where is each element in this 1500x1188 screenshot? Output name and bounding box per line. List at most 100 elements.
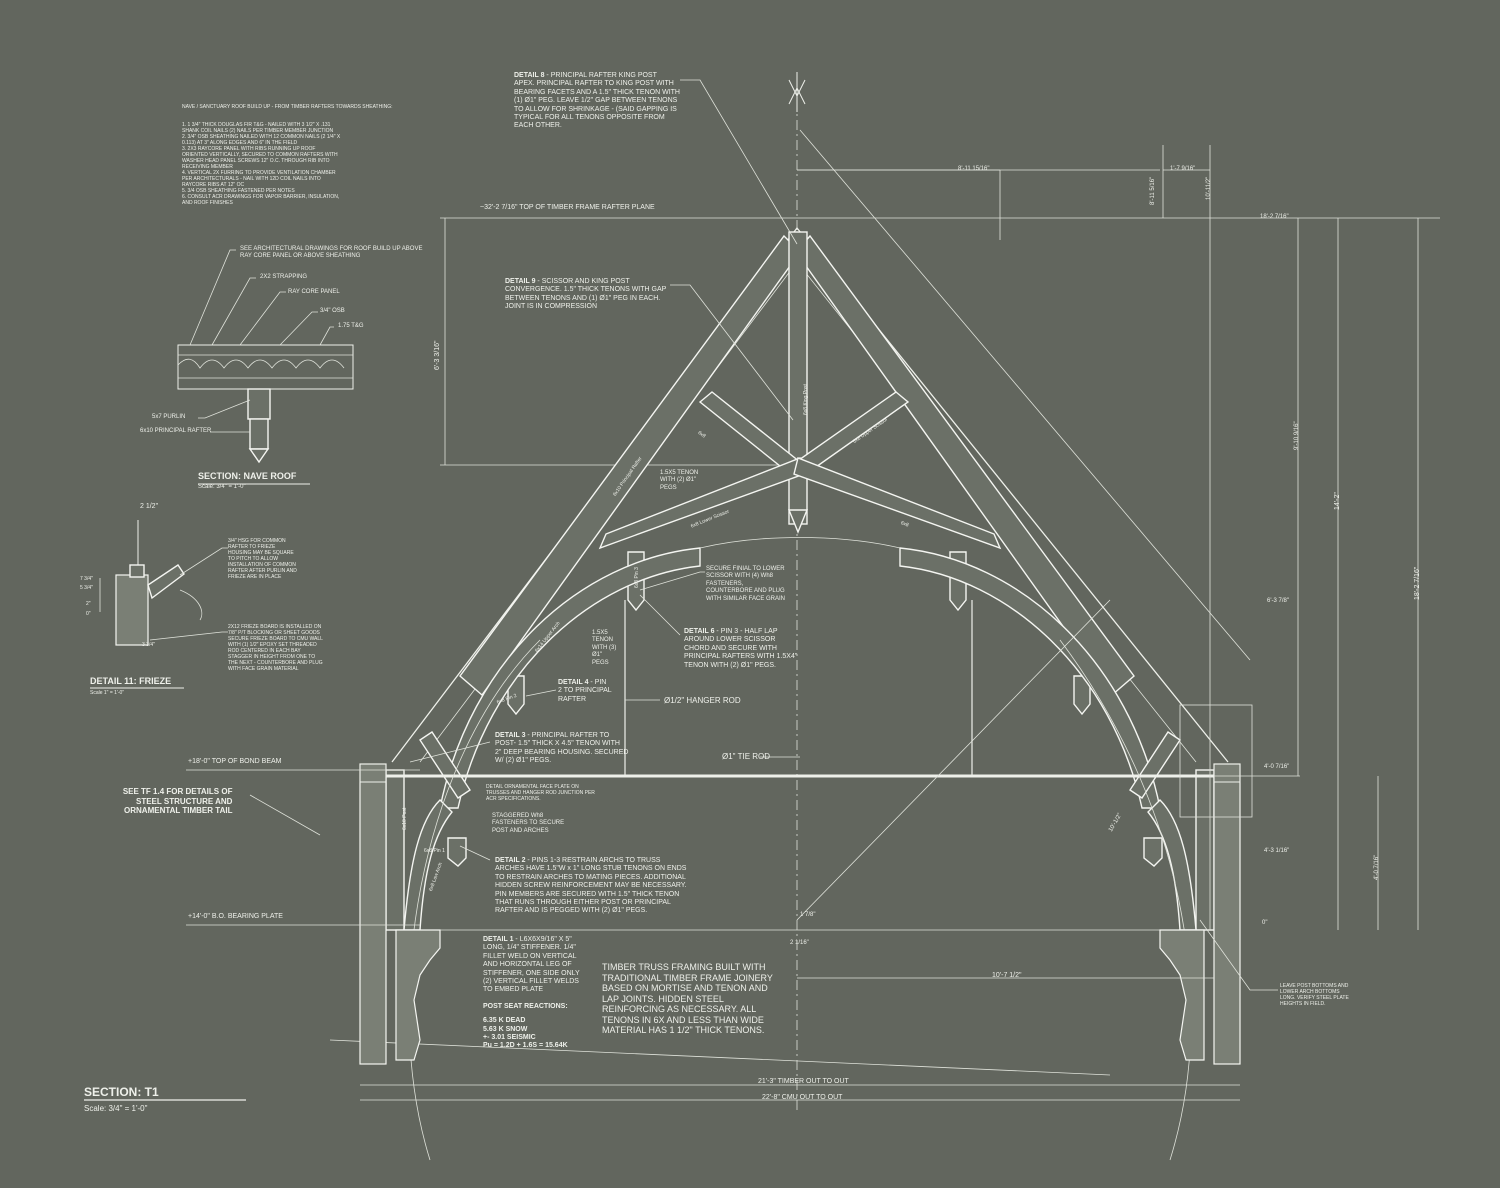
leave-post-note: LEAVE POST BOTTOMS AND LOWER ARCH BOTTOM… — [1280, 983, 1349, 1007]
detail-line: (1) Ø1" PEG. LEAVE 1/2" GAP BETWEEN TENO… — [514, 97, 678, 105]
level-lines — [186, 769, 1300, 926]
detail-line: W/ (2) Ø1" PEGS. — [495, 757, 552, 765]
note-line: Ø1" — [592, 652, 603, 659]
wall-right — [1159, 704, 1253, 1065]
pu-formula: Pu = 1.2D + 1.6S = 15.64K — [483, 1042, 568, 1049]
note-line: ACR SPECIFICATIONS. — [486, 796, 541, 802]
dim-r1: 14'-2" — [1334, 492, 1341, 510]
section-title: SECTION: T1 — [84, 1085, 159, 1099]
buildup-notes: 1. 1 3/4" THICK DOUGLAS FIR T&G - NAILED… — [182, 122, 342, 206]
dim-timber-out: 21'-3" TIMBER OUT TO OUT — [758, 1078, 849, 1085]
roof-callout: 5x7 PURLIN — [152, 414, 186, 420]
dim-r3: 4'-0 7/16" — [1264, 764, 1290, 770]
note-line: 2X12 FRIEZE BOARD IS INSTALLED ON — [228, 624, 322, 630]
detail-4: DETAIL 4 - PIN 2 TO PRINCIPAL RAFTER — [558, 679, 612, 704]
buildup-note: 4. VERTICAL 2X FURRING TO PROVIDE VENTIL… — [182, 170, 336, 188]
note-line: 7/8" P/T BLOCKING OR SHEET GOODS — [228, 630, 320, 636]
upper-scissor-left — [698, 391, 801, 475]
note-line: STAGGER IN HEIGHT FROM ONE TO — [228, 654, 316, 660]
upper-arch — [439, 547, 701, 809]
dim-r-v6: 6'-3 7/8" — [1267, 598, 1289, 604]
detail-line: FILLET WELD ON VERTICAL — [483, 952, 577, 960]
hanger-rod-label: Ø1/2" HANGER ROD — [664, 696, 741, 705]
note-line: LOWER ARCH BOTTOMS — [1280, 989, 1340, 995]
detail-line: - PIN — [590, 679, 607, 686]
frieze-note-b: 2X12 FRIEZE BOARD IS INSTALLED ON 7/8" P… — [228, 624, 323, 672]
note-line: SEE TF 1.4 FOR DETAILS OF — [122, 787, 233, 796]
post-left — [385, 769, 405, 931]
upper-scissor-right — [794, 391, 910, 475]
buildup-heading: NAVE / SANCTUARY ROOF BUILD UP - FROM TI… — [182, 104, 393, 110]
note-line: SECURE FINIAL TO LOWER — [706, 566, 785, 572]
detail-line: - PRINCIPAL RAFTER KING POST — [546, 72, 657, 79]
lower-scissor-left — [598, 457, 805, 550]
leader-lines — [249, 79, 1278, 991]
member-post: 6x10 Post — [402, 807, 408, 830]
note-line: WITH (1) 1/2" EPOXY SET THREADED — [228, 642, 317, 648]
detail-line: TENON WITH (2) Ø1" PEGS. — [684, 661, 776, 669]
note-line: TIMBER TRUSS FRAMING BUILT WITH — [602, 962, 766, 972]
roof-callout: 3/4" OSB — [320, 308, 345, 314]
wall-left — [359, 763, 441, 1065]
note-line: 3/4" HSG FOR COMMON — [228, 538, 286, 544]
note-line: COUNTERBORE AND PLUG — [706, 588, 785, 595]
principal-rafter-right — [795, 234, 1135, 697]
detail-line: RAFTER AND IS PEGGED WITH (2) Ø1" PEGS. — [495, 907, 648, 915]
member-pin1: 6x8 Pin 1 — [424, 848, 445, 854]
buildup-note: 2. 3/4" OSB SHEATHING NAILED WITH 12 COM… — [182, 134, 341, 146]
note-line: DETAIL ORNAMENTAL FACE PLATE ON — [486, 784, 579, 790]
detail-title: DETAIL 1 — [483, 936, 514, 943]
dim-r-v1: 8'-11 5/16" — [1150, 176, 1156, 205]
roof-callout: 6x10 PRINCIPAL RAFTER — [140, 428, 212, 434]
detail-line: TO RESTRAIN ARCHES TO MATING PIECES. ADD… — [495, 873, 686, 881]
detail-line: AND HORIZONTAL LEG OF — [483, 961, 572, 969]
dim-r-v4: 4'-3 1/16" — [1264, 848, 1290, 854]
frieze-dim: 7 3/4" — [80, 576, 93, 582]
detail-line: ARCHES HAVE 1.5"W x 1" LONG STUB TENONS … — [495, 865, 687, 873]
buildup-note: 1. 1 3/4" THICK DOUGLAS FIR T&G - NAILED… — [182, 122, 334, 134]
bond-beam-level: +18'-0" TOP OF BOND BEAM — [188, 758, 282, 765]
detail-line: POST- 1.5" THICK X 4.5" TENON WITH — [495, 740, 620, 748]
note-line: RAFTER AFTER PURLIN AND — [228, 568, 297, 574]
detail-line: - PINS 1-3 RESTRAIN ARCHS TO TRUSS — [527, 857, 661, 864]
detail-line: CHORD AND SECURE WITH — [684, 644, 777, 652]
post-seat-line: 5.63 K SNOW — [483, 1025, 528, 1033]
member-pin-l: 6x8 Pin 3 — [634, 567, 640, 588]
detail-1: DETAIL 1 - L6X6X9/16" X 5" LONG, 1/4" ST… — [483, 936, 580, 1042]
note-line: RAFTER TO FRIEZE — [228, 544, 276, 550]
detail-line: BETWEEN TENONS AND (1) Ø1" PEG IN EACH. — [505, 294, 661, 302]
note-line: LONG. VERIFY STEEL PLATE — [1280, 995, 1349, 1001]
detail-line: - PRINCIPAL RAFTER TO — [527, 732, 610, 739]
frieze-dim: 0" — [86, 611, 91, 617]
note-line: TENON — [592, 637, 613, 644]
note-line: BASED ON MORTISE AND TENON AND — [602, 983, 768, 993]
note-line: STAGGERED Wh8 — [492, 813, 544, 819]
dim-r-v5: 4'-0 7/16" — [1374, 854, 1380, 880]
note-line: 1.5X5 — [592, 630, 608, 636]
detail-line: PIN MEMBERS ARE SECURED WITH 1.5" THICK … — [495, 890, 680, 898]
nave-roof-scale: Scale: 3/4" = 1'-0" — [198, 484, 246, 490]
post-seat-title: POST SEAT REACTIONS: — [483, 1002, 568, 1010]
note-line: FASTENERS TO SECURE — [492, 820, 565, 827]
dim-half-span: 10'-7 1/2" — [992, 972, 1022, 979]
detail-2: DETAIL 2 - PINS 1-3 RESTRAIN ARCHS TO TR… — [495, 857, 687, 916]
dim-small-b: 1 7/8" — [800, 912, 816, 918]
detail-title: DETAIL 3 — [495, 732, 526, 739]
note-line: FASTENERS, — [706, 580, 744, 587]
detail-line: - PIN 3 - HALF LAP — [716, 628, 778, 635]
buildup-note: 5. 3/4 OSB SHEATHING FASTENED PER NOTES — [182, 188, 295, 194]
tenon-note-2: 1.5X5 TENON WITH (3) Ø1" PEGS — [592, 630, 616, 667]
section-scale: Scale: 3/4" = 1'-0" — [84, 1104, 148, 1113]
pin-1-right — [1143, 837, 1163, 867]
note-line: ORNAMENTAL TIMBER TAIL — [124, 806, 233, 816]
truss-members — [385, 231, 1215, 931]
dim-r-top: 18'-2 7/16" — [1260, 214, 1289, 220]
pin-2-left — [507, 675, 525, 716]
buildup-note: 6. CONSULT ACR DRAWINGS FOR VAPOR BARRIE… — [182, 194, 340, 206]
detail-line: RAFTER — [558, 695, 586, 703]
note-line: POST AND ARCHES — [492, 827, 549, 834]
dim-small-a: 2 1/16" — [790, 940, 809, 946]
frieze-scale: Scale 1" = 1'-0" — [90, 690, 125, 696]
